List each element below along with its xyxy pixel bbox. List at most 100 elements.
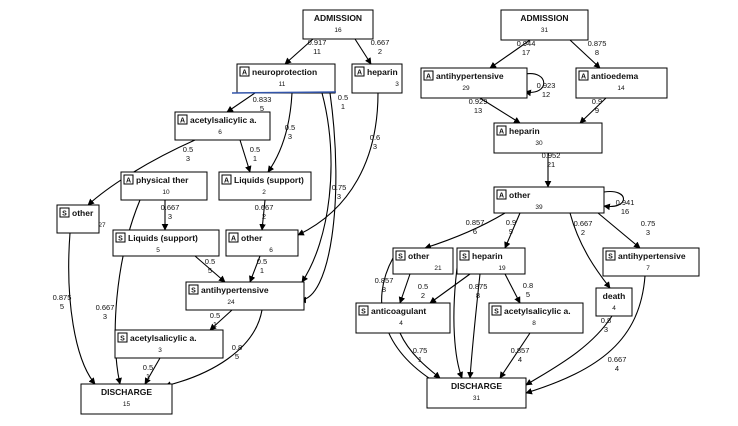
edge-weight: 0.952 [542,151,561,160]
edge-count: 1 [253,154,257,163]
edge-weight: 0.667 [608,355,627,364]
edge-weight: 0.75 [413,346,428,355]
node-count: 16 [334,27,342,34]
node-label: DISCHARGE [451,381,502,391]
node-tag-box [459,250,470,261]
node-tag-label: A [581,74,586,81]
node-count: 27 [98,222,106,229]
edge-weight: 0.875 [588,39,607,48]
edge-count: 6 [473,227,477,236]
edge-left-e9 [299,92,337,304]
edge-left-e18 [144,357,161,385]
edge-right-r13 [429,273,471,304]
node-tag-label: A [180,118,185,125]
edge-count: 16 [621,207,629,216]
edge-weight: 0.667 [255,203,274,212]
node-tag-label: A [499,129,504,136]
node-tag-label: S [118,236,123,243]
node-tag-box [395,250,406,261]
edge-weight: 0.917 [308,38,327,47]
node-count: 3 [395,81,399,88]
edge-count: 3 [337,192,341,201]
edge-right-r1 [489,39,531,69]
node-tag-label: S [191,288,196,295]
edge-count: 5 [526,290,530,299]
edge-count: 2 [262,212,266,221]
node-count: 4 [399,320,403,327]
edge-left-e5 [301,92,332,283]
edge-weight: 0.5 [285,123,295,132]
edge-weight: 0.923 [537,81,556,90]
edge-count: 1 [146,372,150,381]
edge-weight: 0.944 [517,39,536,48]
edge-count: 2 [378,47,382,56]
edge-right-r2 [569,39,601,69]
node-label: acetylsalicylic a. [190,115,257,125]
edge-weight: 0.667 [161,203,180,212]
node-tag-label: A [426,74,431,81]
node-count: 5 [156,247,160,254]
edge-left-e3 [226,92,256,113]
edge-right-r15 [504,273,521,304]
node-label: antihypertensive [618,251,686,261]
node-tag-box [117,332,128,343]
node-tag-box [115,232,126,243]
node-label: death [603,291,626,301]
edge-right-r18 [499,332,531,379]
node-count: 3 [158,347,162,354]
edge-weight: 0.5 [338,93,348,102]
edge-count: 8 [476,291,480,300]
edge-left-e11 [259,199,266,231]
node-label: physical ther [136,175,189,185]
edge-count: 3 [288,132,292,141]
node-tag-label: S [62,211,67,218]
edge-weight: 0.667 [96,303,115,312]
node-left-admission: ADMISSION 16 [302,9,374,40]
edge-right-r16 [525,315,613,386]
node-count: 19 [498,265,506,272]
edge-weight: 0.6 [370,133,380,142]
edge-right-r11 [597,212,641,249]
node-label: other [408,251,430,261]
edge-weight: 0.75 [332,183,347,192]
edge-count: 3 [373,142,377,151]
edge-count: 4 [615,364,619,373]
edge-count: 2 [581,228,585,237]
node-tag-box [239,66,250,77]
edge-right-r8 [424,212,506,250]
edge-count: 3 [168,212,172,221]
node-tag-box [59,207,70,218]
node-count: 2 [262,189,266,196]
edge-weight: 0.75 [641,219,656,228]
edge-left-e6 [297,92,379,236]
edge-left-e4 [267,92,293,173]
node-tag-label: S [120,336,125,343]
edge-count: 1 [341,102,345,111]
node-count: 31 [473,395,481,402]
node-label: antihypertensive [201,285,269,295]
edge-count: 21 [547,160,555,169]
node-tag-box [491,305,502,316]
edge-count: 9 [595,106,599,115]
edge-count: 8 [382,285,386,294]
edge-count: 3 [186,154,190,163]
node-label: ADMISSION [520,13,568,23]
edge-weight: 0.857 [375,276,394,285]
edge-weight: 0.857 [511,346,530,355]
edge-count: 11 [313,47,321,56]
edge-count: 1 [418,355,422,364]
edge-left-e16 [209,309,233,331]
node-label: ADMISSION [314,13,362,23]
edge-weight: 0.8 [601,316,611,325]
edge-count: 4 [518,355,522,364]
